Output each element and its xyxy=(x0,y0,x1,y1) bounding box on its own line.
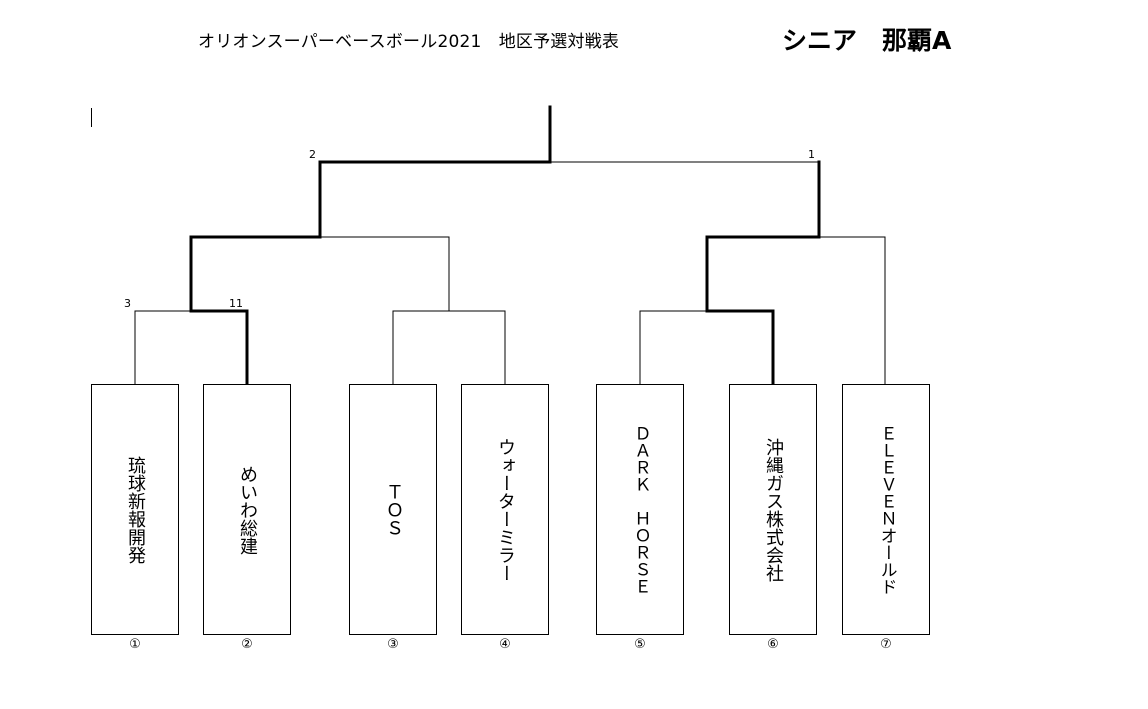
team-box: ウォーターミラー xyxy=(461,384,549,635)
team-number: ③ xyxy=(387,637,399,652)
team-name: 琉球新報開発 xyxy=(125,455,146,564)
final-left-arm xyxy=(318,160,552,239)
team-name: ＴＯＳ xyxy=(383,482,404,537)
semi-left-left-arm xyxy=(189,235,322,313)
r1-okinawa-arm xyxy=(705,309,775,386)
team-box: ＴＯＳ xyxy=(349,384,437,635)
team-number: ⑦ xyxy=(880,637,892,652)
team-box: 琉球新報開発 xyxy=(91,384,179,635)
team-number: ⑥ xyxy=(767,637,779,652)
team-box: ＥＬＥＶＥＮオールド xyxy=(842,384,930,635)
team-name: ウォーターミラー xyxy=(495,437,516,582)
team-box: ＤＡＲＫ ＨＯＲＳＥ xyxy=(596,384,684,635)
team-name: 沖縄ガス株式会社 xyxy=(763,437,784,582)
team-number: ② xyxy=(241,637,253,652)
team-number: ④ xyxy=(499,637,511,652)
semi-right-right-arm xyxy=(819,236,886,384)
bracket-winner-lines xyxy=(189,105,821,386)
team-number: ① xyxy=(129,637,141,652)
seed-label: 3 xyxy=(124,297,131,310)
seed-label: 2 xyxy=(309,148,316,161)
team-number: ⑤ xyxy=(634,637,646,652)
semi-left-right-arm xyxy=(320,236,450,311)
r1-left-left-arm xyxy=(134,310,191,384)
division-label: シニア 那覇A xyxy=(782,26,952,55)
team-name: ＤＡＲＫ ＨＯＲＳＥ xyxy=(630,424,651,595)
team-box: めいわ総建 xyxy=(203,384,291,635)
text-cursor-mark xyxy=(91,108,92,127)
team-name: めいわ総建 xyxy=(237,464,258,555)
team-name: ＥＬＥＶＥＮオールド xyxy=(876,424,897,595)
team-box: 沖縄ガス株式会社 xyxy=(729,384,817,635)
semi-right-left-arm xyxy=(705,235,821,313)
seed-label: 1 xyxy=(808,148,815,161)
r1-tos-match xyxy=(392,310,506,384)
seed-label: 11 xyxy=(229,297,243,310)
r1-dark-left-arm xyxy=(639,310,707,384)
bracket-thin-lines xyxy=(134,161,886,384)
r1-left-right-arm xyxy=(189,309,249,386)
bracket-title: オリオンスーパーベースボール2021 地区予選対戦表 xyxy=(198,32,620,52)
